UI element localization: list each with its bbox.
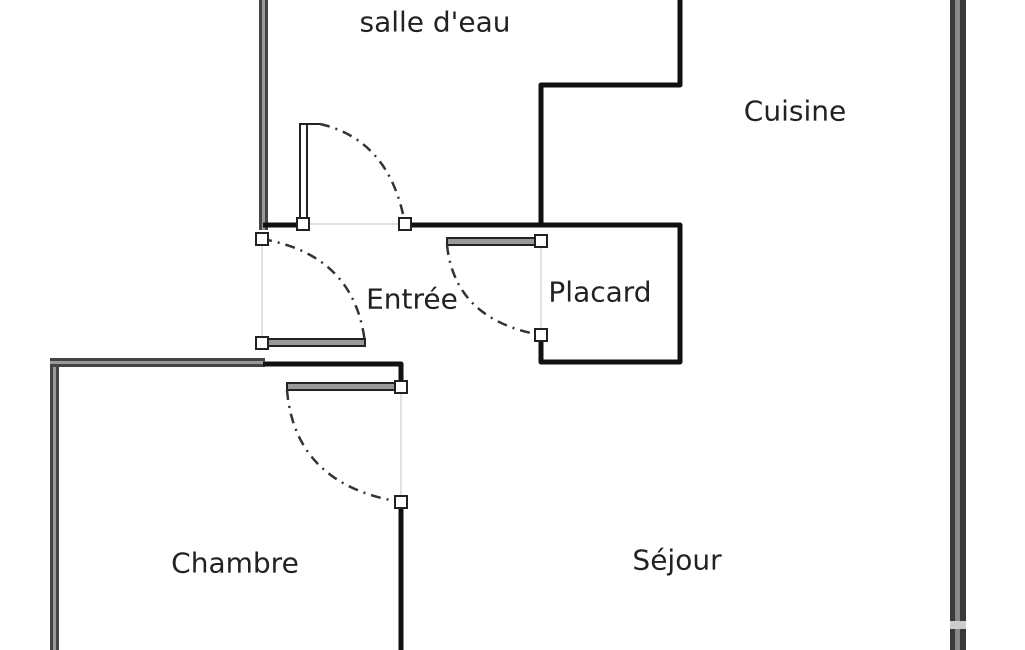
room-label-closet: Placard xyxy=(548,275,652,309)
hinge-points xyxy=(255,217,548,509)
room-label-bathroom: salle d'eau xyxy=(359,5,511,39)
door-openings xyxy=(261,223,542,502)
door-swing-arcs xyxy=(261,122,542,504)
exterior-walls xyxy=(50,0,966,650)
room-label-bedroom: Chambre xyxy=(171,546,299,580)
room-label-kitchen: Cuisine xyxy=(743,94,847,128)
partition-walls xyxy=(263,0,683,650)
room-label-entrance: Entrée xyxy=(366,282,458,316)
room-label-living: Séjour xyxy=(632,543,722,577)
door-leaves xyxy=(261,123,542,391)
